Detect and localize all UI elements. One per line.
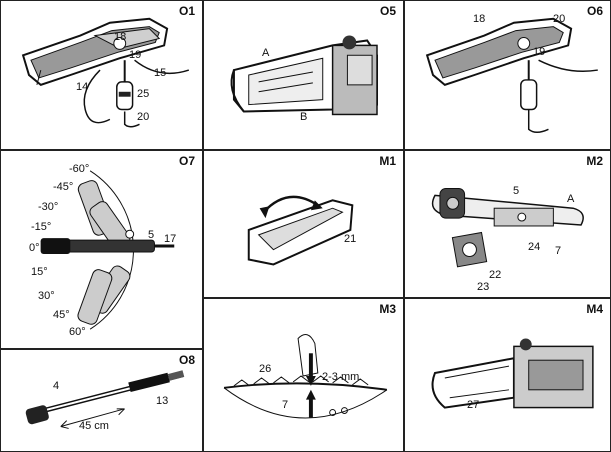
angle-label: 30°: [38, 290, 55, 302]
callout-a: A: [262, 47, 270, 59]
angle-label: 15°: [31, 266, 48, 278]
panel-code: M2: [586, 154, 603, 168]
angle-label: -60°: [69, 163, 90, 175]
panel-m1: M1 21: [203, 150, 404, 298]
callout-20: 20: [137, 111, 150, 123]
panel-m3: M3 2-3 mm 26 7: [203, 298, 404, 452]
callout-18: 18: [473, 13, 486, 25]
callout-23: 23: [477, 281, 490, 293]
callout-b: B: [300, 111, 308, 123]
callout-5: 5: [513, 185, 520, 197]
bar-chain-install-illustration: [431, 187, 584, 268]
angle-label: 60°: [69, 326, 86, 338]
callout-19: 19: [129, 49, 142, 61]
panel-o8: O8 4 13 45 cm: [0, 349, 203, 452]
callout-7: 7: [282, 399, 289, 411]
panel-code: M4: [586, 302, 603, 316]
handle-cord-illustration: [425, 17, 598, 133]
guard-removal-illustration: [230, 35, 378, 116]
callout-a: A: [567, 193, 575, 205]
length-label: 45 cm: [79, 420, 109, 432]
panel-code: O1: [178, 4, 195, 18]
callout-22: 22: [489, 269, 502, 281]
angle-label: 45°: [53, 309, 70, 321]
panel-code: M3: [379, 302, 396, 316]
chain-tension-illustration: [223, 334, 388, 419]
callout-25: 25: [137, 88, 150, 100]
panel-m2: M2 5 A 24 7 22 23: [404, 150, 611, 298]
telescopic-shaft-illustration: [25, 370, 185, 429]
angle-adjust-illustration: [40, 170, 175, 330]
angle-label: 0°: [29, 242, 40, 254]
callout-21: 21: [344, 233, 357, 245]
panel-o7: O7 -60° -45° -30° -15° 0° 15° 30° 45° 60…: [0, 150, 203, 349]
panel-o1: O1 18 19 15 14 25 20: [0, 0, 203, 150]
panel-code: O7: [178, 154, 195, 168]
panel-code: M1: [379, 154, 396, 168]
callout-4: 4: [53, 380, 60, 392]
panel-o6: O6 18 20 19: [404, 0, 611, 150]
trimmer-handle-illustration: [21, 17, 190, 128]
callout-14: 14: [76, 81, 89, 93]
callout-26: 26: [259, 363, 272, 375]
panel-code: O6: [586, 4, 603, 18]
panel-o5: O5 A B: [203, 0, 404, 150]
callout-24: 24: [528, 241, 541, 253]
guard-flip-illustration: [247, 195, 354, 266]
angle-label: -45°: [53, 181, 74, 193]
callout-15: 15: [154, 67, 167, 79]
bar-tip-illustration: [431, 338, 594, 409]
callout-7: 7: [555, 245, 562, 257]
callout-18: 18: [114, 31, 127, 43]
callout-17: 17: [164, 233, 177, 245]
callout-13: 13: [156, 395, 169, 407]
angle-label: -30°: [38, 201, 59, 213]
depth-label: 2-3 mm: [322, 371, 360, 383]
angle-label: -15°: [31, 221, 52, 233]
panel-code: O5: [379, 4, 396, 18]
panel-m4: M4 27: [404, 298, 611, 452]
callout-19: 19: [533, 46, 546, 58]
callout-20: 20: [553, 13, 566, 25]
panel-code: O8: [178, 353, 195, 367]
callout-27: 27: [467, 399, 480, 411]
callout-5: 5: [148, 229, 155, 241]
